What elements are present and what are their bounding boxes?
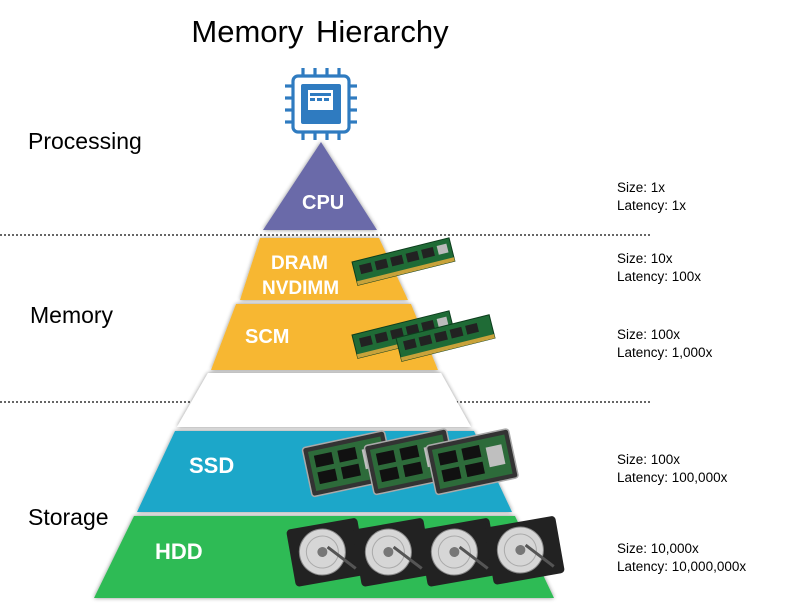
- layer-cpu: [263, 142, 377, 230]
- latency-scm: Latency: 1,000x: [617, 345, 713, 360]
- diagram-title: Memory Hierarchy: [191, 14, 449, 49]
- metrics-ssd: Size: 100x Latency: 100,000x: [617, 451, 727, 487]
- size-cpu: Size: 1x: [617, 180, 666, 195]
- ssd-drive-icon: [425, 428, 519, 496]
- layer-label-cpu: CPU: [302, 192, 345, 214]
- size-hdd: Size: 10,000x: [617, 541, 699, 556]
- size-ssd: Size: 100x: [617, 452, 681, 467]
- layer-label-ssd: SSD: [189, 453, 235, 478]
- metrics-hdd: Size: 10,000x Latency: 10,000,000x: [617, 540, 746, 576]
- layer-empty-band: [177, 373, 471, 427]
- layer-label-nvdimm: NVDIMM: [262, 278, 340, 299]
- layer-dram: [240, 238, 408, 300]
- section-label-memory: Memory: [30, 302, 114, 328]
- layer-scm: [211, 304, 438, 370]
- layer-label-dram: DRAM: [271, 253, 328, 274]
- ram-module-icon: [351, 237, 456, 286]
- section-label-processing: Processing: [28, 128, 142, 154]
- ram-module-icon: [395, 314, 496, 362]
- size-scm: Size: 100x: [617, 327, 681, 342]
- layer-label-scm: SCM: [245, 326, 290, 348]
- metrics-scm: Size: 100x Latency: 1,000x: [617, 326, 712, 362]
- latency-cpu: Latency: 1x: [617, 198, 687, 213]
- cpu-chip-icon: [285, 68, 357, 140]
- section-label-storage: Storage: [28, 504, 109, 530]
- size-dram: Size: 10x: [617, 251, 673, 266]
- hard-disk-icon: [286, 518, 367, 587]
- hard-disk-icon: [418, 518, 499, 587]
- latency-ssd: Latency: 100,000x: [617, 470, 728, 485]
- latency-hdd: Latency: 10,000,000x: [617, 559, 747, 574]
- latency-dram: Latency: 100x: [617, 269, 702, 284]
- hard-disk-icon: [352, 518, 433, 587]
- metrics-dram: Size: 10x Latency: 100x: [617, 250, 701, 286]
- layer-label-hdd: HDD: [155, 539, 203, 564]
- metrics-cpu: Size: 1x Latency: 1x: [617, 179, 686, 215]
- hard-disk-icon: [484, 516, 565, 585]
